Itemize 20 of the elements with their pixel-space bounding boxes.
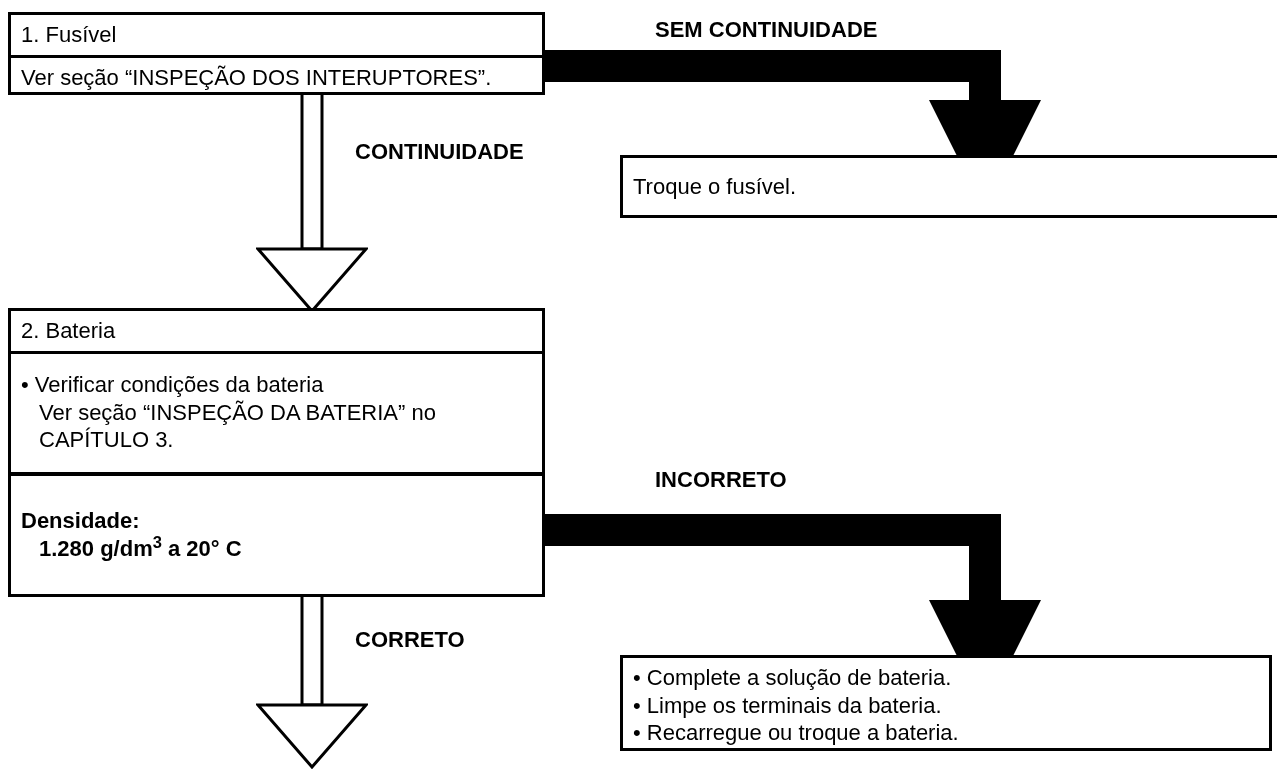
hollow-arrow (256, 595, 368, 769)
step-text: Ver seção “INSPEÇÃO DA BATERIA” no CAPÍTULO 3. (38, 398, 437, 454)
edge-label: SEM CONTINUIDADE (655, 16, 878, 44)
step-text: 1. Fusível (21, 21, 118, 49)
edge-label: CONTINUIDADE (355, 138, 524, 166)
step-text: 1.280 g/dm$^{3}$ a 20° C (38, 534, 243, 563)
step-text: • Limpe os terminais da bateria. (633, 691, 943, 719)
step-text: Troque o fusível. (633, 172, 798, 201)
step-text: 2. Bateria (21, 317, 117, 345)
step-text: • Complete a solução de bateria. (633, 664, 953, 692)
edge-label: CORRETO (355, 626, 465, 654)
step-box (620, 155, 1277, 218)
step-box (620, 655, 1272, 751)
step-box (8, 308, 545, 597)
edge-label: INCORRETO (655, 466, 787, 494)
step-box (8, 12, 545, 95)
step-text: • Recarregue ou troque a bateria. (633, 719, 960, 747)
step-text: Densidade: (21, 507, 141, 535)
step-text: Ver seção “INSPEÇÃO DOS INTERUPTORES”. (21, 63, 493, 91)
step-text: • Verificar condições da bateria (21, 371, 325, 399)
